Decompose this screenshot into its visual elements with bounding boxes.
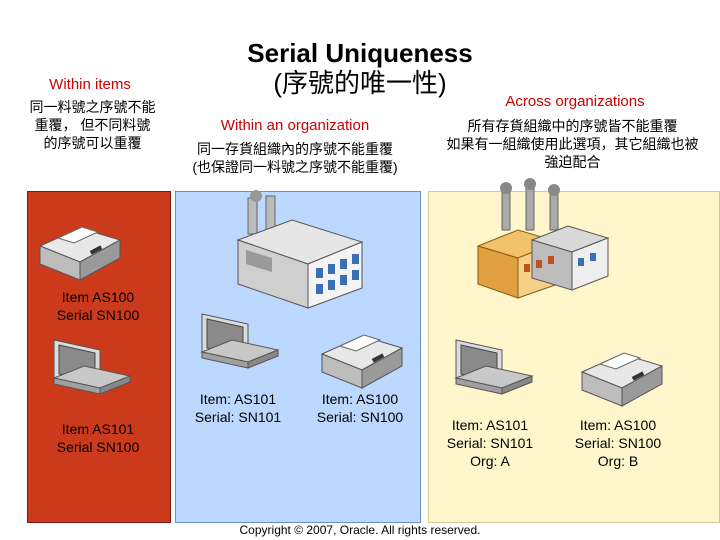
factories-icon: [476, 178, 610, 299]
within-items-heading: Within items: [49, 76, 131, 93]
across-org-line: 如果有一組織使用此選項，其它組織也被: [446, 136, 699, 152]
printer-icon: [39, 226, 121, 281]
serial-label: Serial SN100: [56, 307, 140, 323]
printer-icon: [321, 334, 403, 389]
within-items-line: 重覆， 但不同料號: [34, 117, 151, 133]
laptop-icon: [455, 339, 533, 395]
within-items-line: 同一料號之序號不能: [29, 99, 156, 115]
within-org-line: 同一存貨組織內的序號不能重覆: [197, 141, 393, 157]
copyright-footer: Copyright © 2007, Oracle. All rights res…: [239, 523, 481, 537]
item-label: Item AS100: [61, 289, 135, 305]
org-label: Org: A: [470, 453, 510, 469]
item-label: Item: AS100: [579, 417, 657, 433]
page-subtitle: (序號的唯一性): [273, 68, 447, 98]
across-org-description: 所有存貨組織中的序號皆不能重覆 如果有一組織使用此選項，其它組織也被 強迫配合: [425, 117, 720, 171]
across-org-label-2: Item: AS100 Serial: SN100 Org: B: [556, 416, 680, 470]
within-org-label-1: Item: AS101 Serial: SN101: [178, 390, 298, 426]
within-org-heading: Within an organization: [220, 117, 370, 134]
within-items-label-2: Item AS101 Serial SN100: [27, 420, 169, 456]
page-title: Serial Uniqueness: [247, 38, 473, 68]
within-items-label-1: Item AS100 Serial SN100: [27, 288, 169, 324]
within-org-description: 同一存貨組織內的序號不能重覆 (也保證同一料號之序號不能重覆): [170, 140, 420, 176]
within-org-label-2: Item: AS100 Serial: SN100: [300, 390, 420, 426]
item-label: Item: AS101: [451, 417, 529, 433]
across-org-line: 所有存貨組織中的序號皆不能重覆: [467, 118, 678, 134]
org-label: Org: B: [597, 453, 639, 469]
laptop-icon: [53, 339, 131, 395]
serial-label: Serial: SN100: [574, 435, 662, 451]
serial-label: Serial: SN101: [446, 435, 534, 451]
factory-icon: [236, 190, 364, 309]
within-org-line: (也保證同一料號之序號不能重覆): [192, 159, 398, 175]
item-label: Item: AS101: [199, 391, 277, 407]
across-org-label-1: Item: AS101 Serial: SN101 Org: A: [428, 416, 552, 470]
across-org-heading: Across organizations: [505, 93, 645, 110]
laptop-icon: [201, 313, 279, 369]
item-label: Item: AS100: [321, 391, 399, 407]
within-items-line: 的序號可以重覆: [43, 135, 142, 151]
within-items-description: 同一料號之序號不能 重覆， 但不同料號 的序號可以重覆: [5, 98, 180, 152]
serial-label: Serial: SN100: [316, 409, 404, 425]
serial-label: Serial SN100: [56, 439, 140, 455]
item-label: Item AS101: [61, 421, 135, 437]
printer-icon: [581, 352, 663, 407]
serial-label: Serial: SN101: [194, 409, 282, 425]
across-org-line: 強迫配合: [544, 154, 601, 170]
